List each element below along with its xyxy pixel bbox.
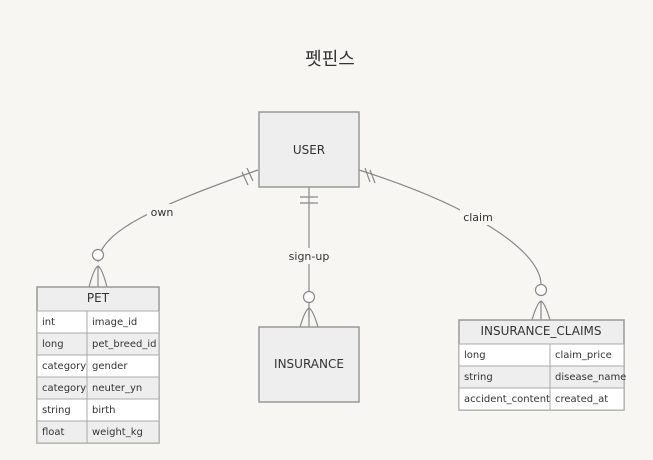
edge-label-own: own [147, 204, 177, 220]
table-row: category neuter_yn [36, 376, 160, 400]
table-row: string birth [36, 398, 160, 422]
entity-pet[interactable]: PET int image_id long pet_breed_id categ… [36, 286, 160, 444]
table-row: long claim_price [458, 343, 625, 367]
table-row: int image_id [36, 310, 160, 334]
edge-own [97, 169, 259, 263]
cardinality-one-own [241, 167, 254, 186]
entity-user-name: USER [293, 143, 325, 157]
attr-type: string [42, 405, 71, 416]
attr-type: long [42, 339, 64, 350]
entity-insurance[interactable]: INSURANCE [258, 326, 360, 403]
attr-type: category [42, 361, 86, 372]
edge-label-claim-text: claim [463, 211, 493, 224]
table-row: float weight_kg [36, 420, 160, 444]
cardinality-many-claim [531, 283, 551, 321]
edge-label-own-text: own [151, 206, 174, 219]
attr-type: string [464, 372, 493, 383]
attr-name: weight_kg [92, 427, 143, 438]
entity-user[interactable]: USER [258, 111, 360, 188]
attr-type: long [464, 350, 486, 361]
entity-pet-name: PET [87, 291, 110, 305]
cardinality-many-own [88, 248, 108, 288]
attr-name: disease_name [555, 372, 626, 383]
table-row: category gender [36, 354, 160, 378]
table-row: string disease_name [458, 365, 626, 389]
diagram-title: 펫핀스 [305, 49, 355, 70]
cardinality-one-sign-up [300, 196, 318, 204]
table-row: accident_content created_at [458, 387, 625, 411]
attr-type: int [42, 317, 55, 328]
attr-name: gender [92, 361, 128, 372]
attr-type: accident_content [464, 394, 550, 405]
attr-type: category [42, 383, 86, 394]
attr-name: created_at [555, 394, 608, 405]
attr-name: pet_breed_id [92, 339, 156, 350]
entity-insurance-claims-name: INSURANCE_CLAIMS [481, 324, 602, 338]
attr-name: birth [92, 405, 116, 416]
entity-insurance-name: INSURANCE [274, 357, 344, 371]
edge-label-sign-up-text: sign-up [289, 250, 330, 263]
attr-name: neuter_yn [92, 383, 142, 394]
attr-name: image_id [92, 317, 137, 328]
edge-label-claim: claim [460, 209, 496, 225]
cardinality-one-claim [364, 167, 376, 184]
attr-name: claim_price [555, 350, 612, 361]
table-row: long pet_breed_id [36, 332, 160, 356]
edge-label-sign-up: sign-up [286, 248, 332, 264]
attr-type: float [42, 427, 65, 438]
edge-claim [358, 169, 542, 285]
entity-insurance-claims[interactable]: INSURANCE_CLAIMS long claim_price string… [458, 319, 626, 411]
cardinality-many-sign-up [299, 290, 319, 328]
